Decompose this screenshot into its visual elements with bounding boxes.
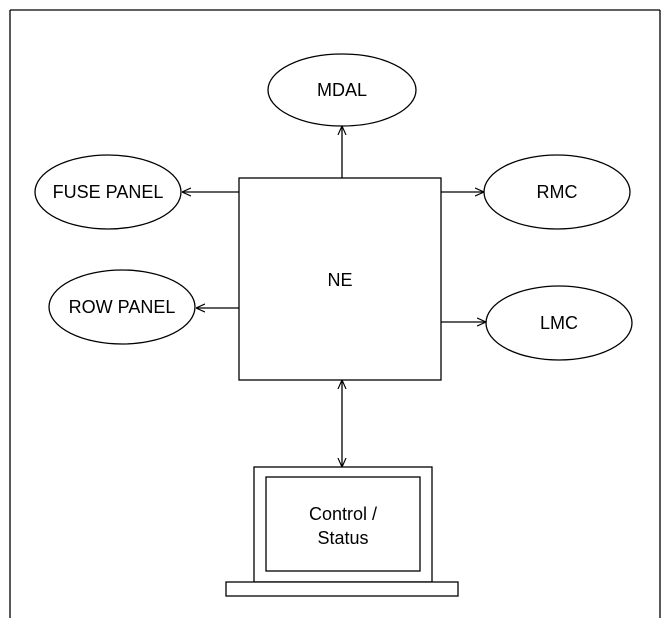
laptop-base <box>225 581 459 597</box>
mdal-label: MDAL <box>317 80 367 100</box>
laptop-screen <box>265 476 421 572</box>
row-panel-label: ROW PANEL <box>69 297 176 317</box>
mdal-node: MDAL <box>267 53 417 127</box>
lmc-node: LMC <box>485 285 633 361</box>
rmc-label: RMC <box>537 182 578 202</box>
laptop-icon: Control / Status <box>225 466 459 597</box>
control-status-label-line2: Status <box>317 528 368 548</box>
rmc-node: RMC <box>483 154 631 230</box>
fuse-panel-label: FUSE PANEL <box>53 182 164 202</box>
ne-node: NE <box>238 177 442 381</box>
ne-label: NE <box>327 270 352 290</box>
lmc-label: LMC <box>540 313 578 333</box>
control-status-label-line1: Control / <box>309 504 377 524</box>
row-panel-node: ROW PANEL <box>48 269 196 345</box>
fuse-panel-node: FUSE PANEL <box>34 154 182 230</box>
